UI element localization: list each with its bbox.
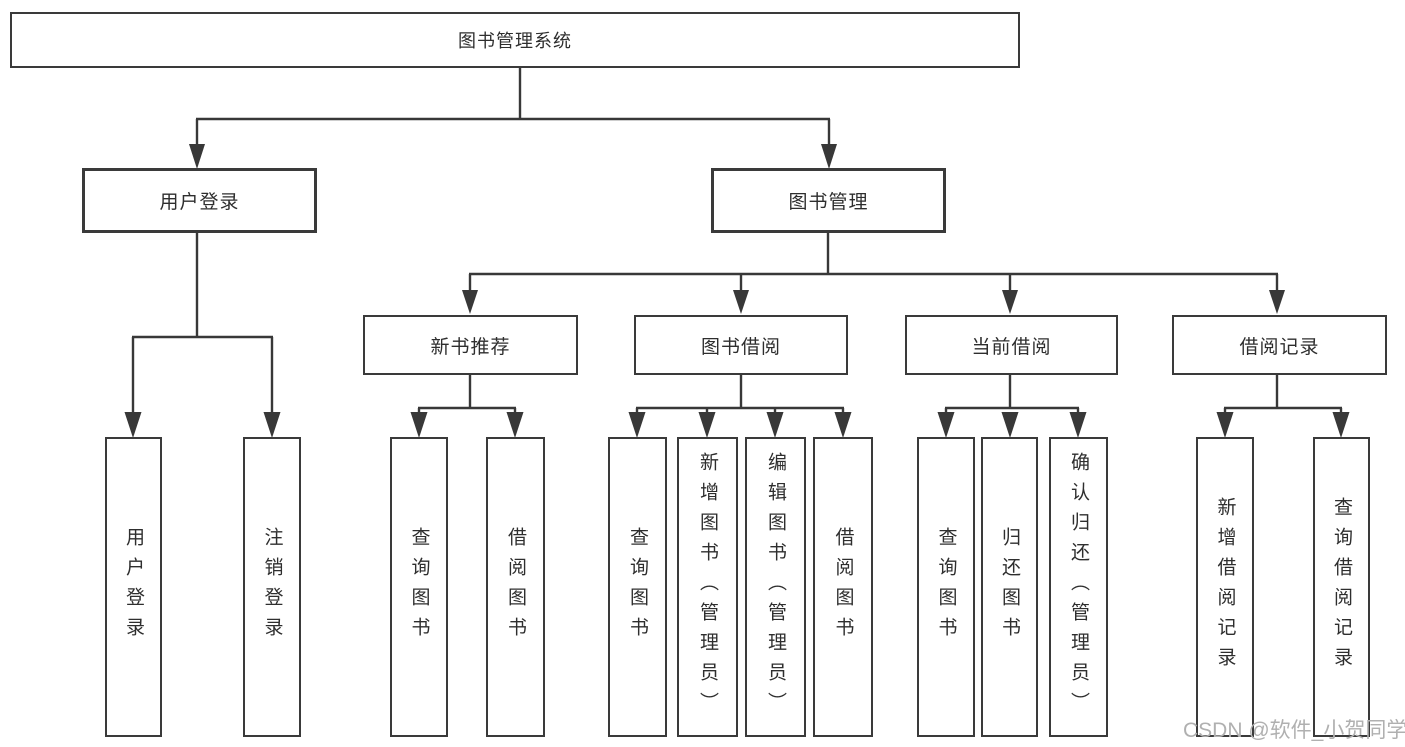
- leaf-query-books-recommend: 查询图书: [390, 437, 448, 737]
- leaf-label: 确认归还（管理员）: [1068, 452, 1089, 722]
- leaf-label: 查询借阅记录: [1331, 497, 1352, 677]
- leaf-add-borrow-record: 新增借阅记录: [1196, 437, 1254, 737]
- leaf-borrow-books: 借阅图书: [813, 437, 873, 737]
- node-new-book-recommend: 新书推荐: [363, 315, 578, 375]
- leaf-label: 查询图书: [408, 527, 430, 647]
- leaf-label: 借阅图书: [832, 527, 854, 647]
- leaf-logout-login: 注销登录: [243, 437, 301, 737]
- watermark: CSDN @软件_小贺同学: [1183, 719, 1405, 742]
- leaf-edit-books-admin: 编辑图书（管理员）: [745, 437, 806, 737]
- leaf-return-books: 归还图书: [981, 437, 1038, 737]
- leaf-borrow-books-recommend: 借阅图书: [486, 437, 545, 737]
- node-label: 借阅记录: [1239, 336, 1320, 358]
- node-label: 图书借阅: [700, 336, 781, 358]
- leaf-label: 用户登录: [123, 527, 144, 647]
- node-label: 新书推荐: [430, 336, 511, 358]
- node-label: 图书管理: [788, 192, 869, 213]
- leaf-label: 归还图书: [999, 527, 1020, 647]
- leaf-label: 查询图书: [935, 527, 957, 647]
- node-label: 图书管理系统: [458, 31, 572, 51]
- leaf-query-books-borrow: 查询图书: [608, 437, 667, 737]
- leaf-label: 新增借阅记录: [1214, 497, 1236, 677]
- leaf-confirm-return-admin: 确认归还（管理员）: [1049, 437, 1108, 737]
- leaf-label: 注销登录: [261, 527, 283, 647]
- leaf-label: 查询图书: [627, 527, 648, 647]
- node-book-borrow: 图书借阅: [634, 315, 848, 375]
- leaf-label: 编辑图书（管理员）: [765, 452, 786, 722]
- node-book-management: 图书管理: [711, 168, 946, 233]
- node-label: 用户登录: [159, 192, 240, 213]
- node-current-borrow: 当前借阅: [905, 315, 1118, 375]
- node-user-login: 用户登录: [82, 168, 317, 233]
- leaf-user-login: 用户登录: [105, 437, 162, 737]
- leaf-label: 新增图书（管理员）: [697, 452, 718, 722]
- leaf-label: 借阅图书: [505, 527, 526, 647]
- node-library-management-system: 图书管理系统: [10, 12, 1020, 68]
- node-label: 当前借阅: [971, 336, 1052, 358]
- leaf-query-books-current: 查询图书: [917, 437, 975, 737]
- leaf-add-books-admin: 新增图书（管理员）: [677, 437, 738, 737]
- arrowheads: [124, 144, 1350, 438]
- leaf-query-borrow-record: 查询借阅记录: [1313, 437, 1370, 737]
- node-borrow-records: 借阅记录: [1172, 315, 1387, 375]
